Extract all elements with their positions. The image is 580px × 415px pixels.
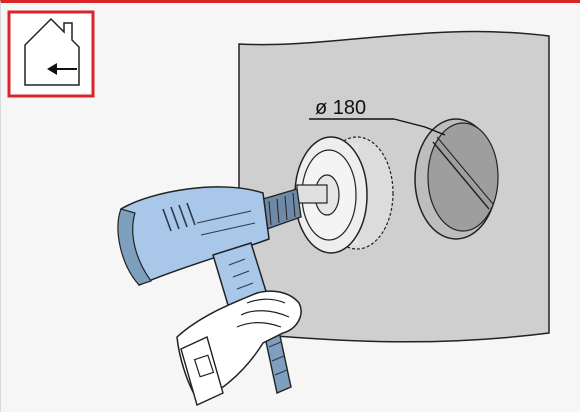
- hand: [176, 290, 302, 406]
- power-drill: [117, 186, 302, 316]
- indoor-installation-icon: [7, 10, 95, 98]
- wall-hole: [414, 118, 499, 240]
- diameter-dimension: ø 180: [309, 97, 446, 136]
- hole-saw: [294, 136, 394, 254]
- drilling-diagram: ø 180: [7, 10, 550, 406]
- wall-panel: [238, 30, 550, 343]
- diameter-label: ø 180: [315, 97, 366, 119]
